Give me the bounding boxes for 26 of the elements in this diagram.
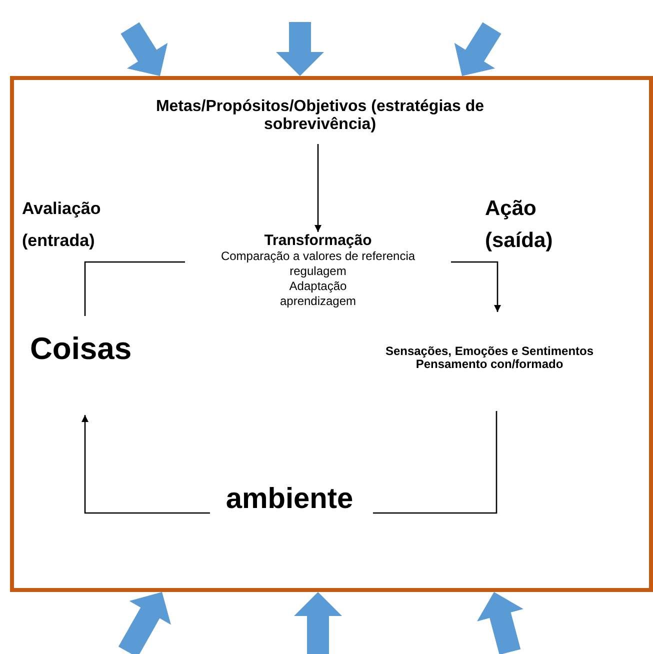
arrow	[451, 261, 501, 312]
node-text: aprendizagem	[278, 294, 358, 310]
node-text: Pensamento con/formado	[416, 358, 564, 370]
node-heading: Ação	[485, 196, 538, 222]
arrow	[314, 144, 322, 232]
block-arrow	[276, 22, 324, 76]
connector-line	[84, 261, 185, 316]
connector-line	[373, 411, 498, 514]
node-heading: Transformação	[263, 232, 373, 250]
node-label: Metas/Propósitos/Objetivos (estratégias de sobrevivência)	[154, 98, 486, 135]
node-heading: Avaliação	[22, 198, 102, 220]
block-arrow	[454, 22, 502, 76]
block-arrow	[118, 592, 171, 654]
node-text: (saída)	[485, 228, 554, 254]
frame-box	[10, 76, 653, 592]
node-text: regulagem	[288, 264, 348, 280]
node-text: Comparação a valores de referencia	[220, 249, 416, 264]
node-label: Coisas	[30, 330, 133, 368]
block-arrow	[120, 22, 168, 76]
arrow	[82, 415, 210, 514]
block-arrow	[294, 592, 342, 654]
block-arrow	[477, 592, 524, 654]
node-text: (entrada)	[22, 230, 96, 252]
node-label: ambiente	[224, 482, 354, 517]
node-text: Adaptação	[288, 279, 348, 294]
node-heading: Sensações, Emoções e Sentimentos	[384, 345, 595, 358]
